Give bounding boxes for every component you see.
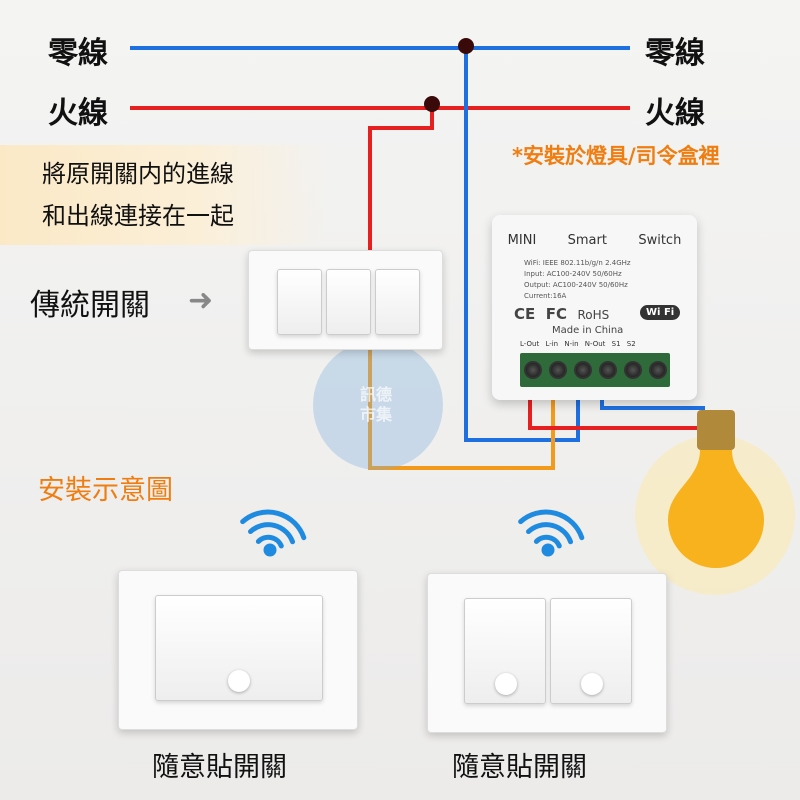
neutral-junction [458, 38, 474, 54]
live-label-left: 火線 [48, 96, 108, 131]
wiring-note: 將原開關内的進線 和出線連接在一起 [0, 145, 330, 245]
live-drop-wire [368, 104, 434, 250]
neutral-label-right: 零線 [645, 36, 705, 71]
watermark-text: 訊德市集 [360, 385, 393, 424]
note-line-1: 將原開關内的進線 [42, 160, 234, 188]
certifications: CE FC RoHS [514, 305, 610, 323]
wifi-logo: Wi Fi [640, 305, 681, 320]
live-label-right: 火線 [645, 96, 705, 131]
made-in-label: Made in China [552, 325, 624, 336]
traditional-switch-label: 傳統開關 [30, 288, 150, 323]
terminal-block [520, 353, 670, 387]
neutral-drop-wire [464, 48, 580, 442]
neutral-label-left: 零線 [48, 36, 108, 71]
terminal-labels: L-Out L-in N-in N-Out S1 S2 [520, 340, 636, 348]
switched-wire [368, 340, 555, 470]
wireless-switch-double [427, 573, 667, 733]
live-junction [424, 96, 440, 112]
switch-caption-1: 隨意貼開關 [152, 752, 287, 783]
note-line-2: 和出線連接在一起 [42, 202, 234, 230]
traditional-switch [248, 250, 443, 350]
wireless-switch-single [118, 570, 358, 730]
wifi-signal-icon [240, 509, 585, 557]
diagram-title: 安裝示意圖 [38, 475, 173, 506]
arrow-right-icon: ➜ [188, 283, 214, 318]
light-bulb-icon [635, 410, 795, 595]
watermark-logo [313, 340, 443, 470]
switch-caption-2: 隨意貼開關 [452, 752, 587, 783]
install-location-note: *安裝於燈具/司令盒裡 [512, 144, 720, 168]
